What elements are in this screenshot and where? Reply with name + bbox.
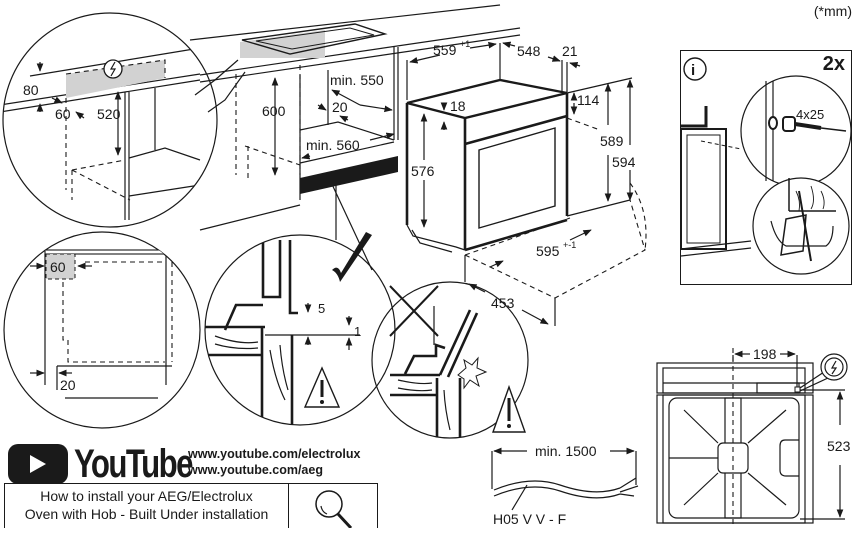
magnifier-icon	[289, 484, 377, 530]
units-note: (*mm)	[813, 3, 852, 19]
dim-min-560: min. 560	[306, 137, 360, 153]
cable-section: min. 1500 H05 V V - F	[491, 384, 639, 527]
howto-line-1: How to install your AEG/Electrolux	[40, 488, 253, 504]
dim-559: 559	[433, 42, 457, 58]
howto-search-text: How to install your AEG/Electrolux Oven …	[5, 484, 289, 528]
detail-correct-installation: 5 1	[204, 232, 396, 426]
hob-cabinet-view: 600 min. 550 20 min. 560	[189, 4, 521, 271]
detail-cabinet-side: 60 20	[3, 231, 201, 429]
warning-icon	[303, 366, 341, 408]
youtube-links: www.youtube.com/electrolux www.youtube.c…	[188, 446, 361, 478]
dim-559-tolerance: +1	[460, 39, 470, 49]
dim-21: 21	[562, 43, 578, 59]
screw-size-label: 4x25	[796, 107, 825, 122]
dim-60: 60	[55, 106, 71, 122]
dim-min-550: min. 550	[330, 72, 384, 88]
youtube-link-electrolux[interactable]: www.youtube.com/electrolux	[188, 447, 361, 461]
howto-line-2: Oven with Hob - Built Under installation	[24, 506, 269, 522]
dim-523: 523	[827, 438, 851, 454]
dim-520: 520	[97, 106, 121, 122]
dim-548: 548	[517, 43, 541, 59]
youtube-play-icon	[8, 444, 68, 484]
cable-length: min. 1500	[535, 443, 597, 459]
dim-60-side: 60	[50, 259, 66, 275]
dim-589: 589	[600, 133, 624, 149]
youtube-logo: YouTube	[8, 444, 225, 484]
dim-18: 18	[450, 98, 466, 114]
dim-594: 594	[612, 154, 636, 170]
dim-20-side: 20	[60, 377, 76, 393]
quantity-label: 2x	[822, 53, 845, 75]
collision-spark-icon	[457, 356, 488, 390]
oven-view: 559 +1 548 21 18 114 576 589 594 595 +-1	[405, 39, 647, 326]
info-panel: i 2x 4x25	[680, 50, 852, 285]
svg-text:i: i	[691, 62, 695, 79]
dim-595-tolerance: +-1	[563, 240, 576, 250]
dim-1: 1	[354, 324, 361, 339]
oven-front-view: 198 523	[656, 346, 851, 528]
electric-bolt-icon	[820, 353, 848, 381]
cross-icon	[389, 285, 439, 337]
dim-5: 5	[318, 301, 325, 316]
checkmark-icon	[332, 232, 372, 282]
detail-wrong-installation	[371, 281, 529, 439]
youtube-link-aeg[interactable]: www.youtube.com/aeg	[188, 463, 323, 477]
electric-bolt-icon	[103, 59, 123, 79]
cable-type: H05 V V - F	[493, 511, 566, 527]
detail-hob-connection: 80 60 520	[2, 12, 246, 228]
dim-576: 576	[411, 163, 435, 179]
dim-80: 80	[23, 82, 39, 98]
warning-icon	[492, 384, 526, 433]
dim-20: 20	[332, 99, 348, 115]
dim-595: 595	[536, 243, 560, 259]
dim-114: 114	[577, 92, 600, 108]
howto-search-box: How to install your AEG/Electrolux Oven …	[4, 483, 378, 530]
dim-600: 600	[262, 103, 286, 119]
youtube-wordmark: YouTube	[74, 442, 193, 486]
info-icon: i	[683, 57, 707, 81]
dim-198: 198	[753, 346, 777, 362]
